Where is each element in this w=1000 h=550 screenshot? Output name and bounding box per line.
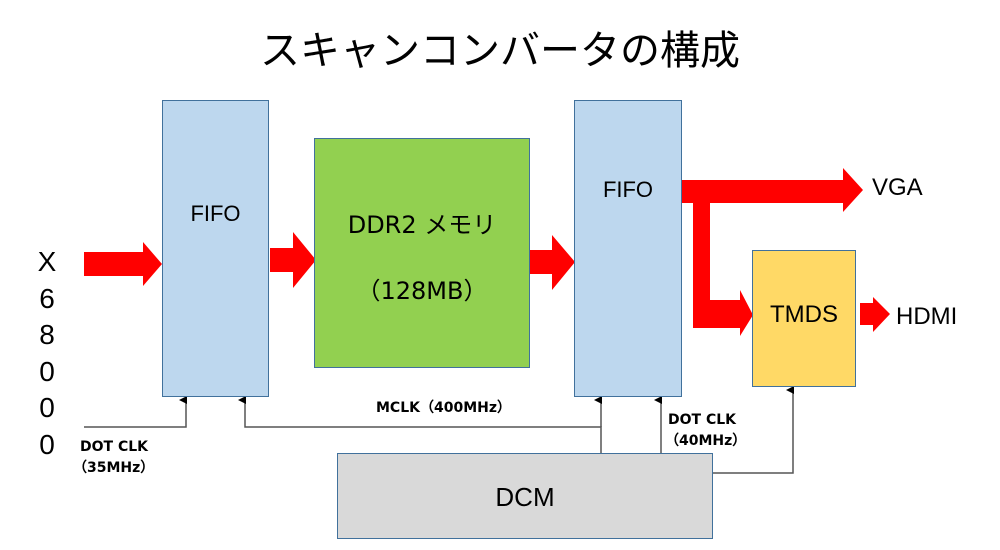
arrow-ddr-to-fifo bbox=[529, 235, 575, 290]
input-label-char: X bbox=[37, 246, 57, 277]
arrow-branch-to-tmds bbox=[693, 203, 753, 336]
arrow-fifo-to-ddr bbox=[270, 232, 316, 288]
fifo-output-block: FIFO bbox=[574, 100, 682, 397]
dot-clk-40-label: DOT CLK bbox=[668, 412, 736, 428]
dot-clk-40-freq: （40MHz） bbox=[665, 433, 747, 449]
fifo-input-label: FIFO bbox=[190, 201, 241, 226]
input-label-char: 0 bbox=[39, 392, 55, 423]
wire-mclk bbox=[238, 396, 602, 453]
dcm-block: DCM bbox=[337, 453, 713, 539]
dot-clk-35-freq: （35MHz） bbox=[73, 460, 155, 476]
input-label-char: 8 bbox=[39, 319, 55, 350]
diagram-title: スキャンコンバータの構成 bbox=[260, 28, 740, 74]
input-label-char: 6 bbox=[39, 282, 55, 314]
fifo-input-block: FIFO bbox=[162, 100, 269, 397]
hdmi-output-label: HDMI bbox=[896, 303, 958, 330]
dot-clk-35-label: DOT CLK bbox=[80, 439, 148, 455]
vga-output-label: VGA bbox=[872, 174, 923, 201]
dcm-label: DCM bbox=[495, 482, 555, 512]
ddr2-memory-block: DDR2 メモリ （128MB） bbox=[314, 138, 530, 368]
wire-dcm-to-tmds bbox=[712, 386, 794, 474]
ddr2-label: DDR2 メモリ bbox=[347, 211, 497, 239]
arrow-tmds-to-hdmi bbox=[860, 297, 890, 332]
input-label-x68000: X 6 8 0 0 0 bbox=[32, 244, 62, 463]
input-label-char: 0 bbox=[39, 355, 55, 387]
tmds-block: TMDS bbox=[752, 250, 856, 387]
arrow-input-to-fifo bbox=[84, 242, 162, 286]
wire-dot-clk-35 bbox=[84, 396, 187, 428]
tmds-label: TMDS bbox=[770, 301, 838, 328]
fifo-output-label: FIFO bbox=[602, 177, 654, 202]
input-label-char: 0 bbox=[39, 428, 55, 460]
mclk-label: MCLK（400MHz） bbox=[376, 400, 511, 416]
arrow-fifo-to-vga bbox=[680, 168, 863, 212]
ddr2-size-label: （128MB） bbox=[356, 277, 488, 305]
